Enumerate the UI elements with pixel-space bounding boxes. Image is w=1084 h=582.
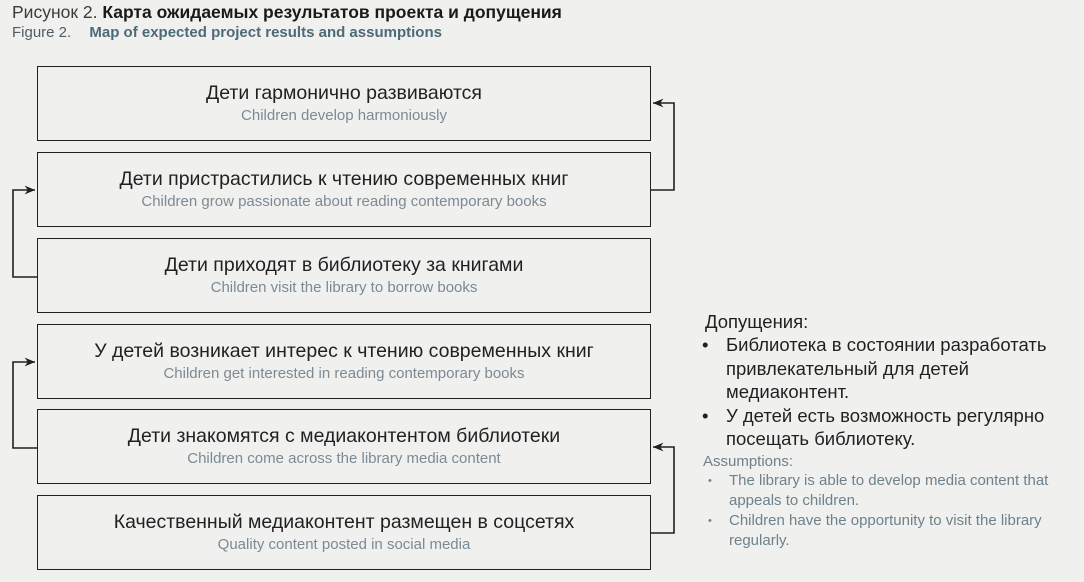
assumption-text-en-2: Children have the opportunity to visit t… <box>729 511 1042 549</box>
assumption-item-en-2: • Children have the opportunity to visit… <box>700 511 1078 551</box>
bullet-icon: • <box>708 474 712 487</box>
assumption-text-ru-2: У детей есть возможность регулярно посещ… <box>726 404 1045 450</box>
bullet-icon: • <box>708 514 712 527</box>
figure-title-ru: Карта ожидаемых результатов проекта и до… <box>102 2 562 22</box>
result-box-5-title-en: Children come across the library media c… <box>187 450 501 467</box>
figure-caption: Рисунок 2. Карта ожидаемых результатов п… <box>12 2 772 42</box>
connector-box6-to-box5 <box>651 442 675 534</box>
assumption-item-en-1: • The library is able to develop media c… <box>700 471 1078 511</box>
assumptions-list-ru: • Библиотека в состоянии разработать при… <box>700 333 1078 451</box>
assumption-item-ru-2: • У детей есть возможность регулярно пос… <box>700 404 1078 451</box>
result-box-4-title-en: Children get interested in reading conte… <box>163 365 525 382</box>
result-box-1[interactable]: Дети гармонично развиваются Children dev… <box>37 66 651 141</box>
result-box-6-title-ru: Качественный медиаконтент размещен в соц… <box>113 511 575 533</box>
result-box-2[interactable]: Дети пристрастились к чтению современных… <box>37 152 651 227</box>
bullet-icon: • <box>702 404 709 426</box>
result-box-1-title-en: Children develop harmoniously <box>241 107 447 124</box>
result-box-4[interactable]: У детей возникает интерес к чтению совре… <box>37 324 651 399</box>
result-box-3[interactable]: Дети приходят в библиотеку за книгами Ch… <box>37 238 651 313</box>
result-box-6-title-en: Quality content posted in social media <box>217 536 471 553</box>
connector-box5-to-box4 <box>12 357 37 449</box>
assumptions-panel: Допущения: • Библиотека в состоянии разр… <box>700 310 1078 551</box>
connector-box3-to-box2 <box>12 185 37 278</box>
result-box-1-title-ru: Дети гармонично развиваются <box>206 82 482 104</box>
bullet-icon: • <box>702 334 709 355</box>
figure-title-en: Map of expected project results and assu… <box>89 24 442 41</box>
result-box-3-title-en: Children visit the library to borrow boo… <box>210 279 478 296</box>
assumptions-list-en: • The library is able to develop media c… <box>700 471 1078 551</box>
connector-box2-to-box1 <box>651 98 675 191</box>
assumption-text-ru-1: Библиотека в состоянии разработать привл… <box>726 334 1047 402</box>
result-box-5[interactable]: Дети знакомятся с медиаконтентом библиот… <box>37 409 651 484</box>
result-box-4-title-ru: У детей возникает интерес к чтению совре… <box>94 340 594 362</box>
figure-number-ru: Рисунок 2. <box>12 2 98 22</box>
assumption-text-en-1: The library is able to develop media con… <box>729 471 1049 509</box>
result-box-2-title-ru: Дети пристрастились к чтению современных… <box>119 168 569 190</box>
assumption-item-ru-1: • Библиотека в состоянии разработать при… <box>700 333 1078 404</box>
result-box-2-title-en: Children grow passionate about reading c… <box>141 193 547 210</box>
figure-caption-en: Figure 2. Map of expected project result… <box>12 23 772 42</box>
figure-caption-ru: Рисунок 2. Карта ожидаемых результатов п… <box>12 2 772 22</box>
figure-number-en: Figure 2. <box>12 24 72 41</box>
result-box-6[interactable]: Качественный медиаконтент размещен в соц… <box>37 495 651 570</box>
assumptions-heading-en: Assumptions: <box>703 452 794 470</box>
result-box-5-title-ru: Дети знакомятся с медиаконтентом библиот… <box>127 425 561 447</box>
assumptions-heading-ru: Допущения: <box>705 311 809 332</box>
result-box-3-title-ru: Дети приходят в библиотеку за книгами <box>164 254 524 276</box>
